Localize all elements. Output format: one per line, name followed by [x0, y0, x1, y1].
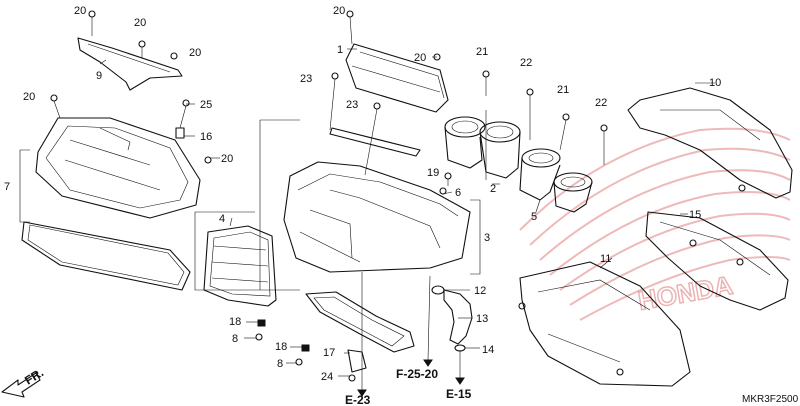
callout-2: 2 — [490, 183, 496, 195]
callout-16: 16 — [200, 131, 212, 143]
air-cleaner-cover-part-7 — [35, 94, 212, 219]
callout-18: 18 — [229, 316, 241, 328]
bracket-part-9 — [77, 10, 183, 91]
callout-8: 8 — [232, 333, 238, 345]
callout-3: 3 — [484, 232, 490, 244]
callout-6: 6 — [455, 187, 461, 199]
callout-labels: 20 20 20 9 20 20 1 20 21 22 21 22 10 23 … — [4, 5, 721, 383]
front-label: FR. — [22, 365, 46, 387]
callout-20: 20 — [134, 17, 146, 29]
callout-14: 14 — [482, 344, 494, 356]
leader-lines — [99, 48, 715, 390]
callout-22: 22 — [520, 57, 532, 69]
front-arrow-icon — [1, 372, 41, 398]
callout-18: 18 — [275, 341, 287, 353]
callout-20: 20 — [221, 153, 233, 165]
intake-duct-part-5 — [519, 88, 608, 213]
callout-20: 20 — [23, 91, 35, 103]
ref-f-25-20: F-25-20 — [396, 367, 438, 381]
seal-ring — [305, 291, 415, 353]
callout-20: 20 — [333, 5, 345, 17]
cover-strip-part-1 — [345, 10, 449, 113]
side-cover-part-11 — [518, 261, 691, 387]
callout-20: 20 — [189, 47, 201, 59]
bracket-lines — [19, 119, 481, 291]
ref-e-15: E-15 — [446, 387, 472, 401]
callout-24: 24 — [321, 371, 333, 383]
hose-part-13 — [431, 285, 473, 352]
top-cover-part-10 — [627, 87, 793, 199]
ref-e-23: E-23 — [345, 393, 371, 406]
callout-23: 23 — [346, 99, 358, 111]
callout-11: 11 — [600, 253, 611, 265]
callout-25: 25 — [200, 99, 212, 111]
intake-duct-part-2 — [444, 70, 521, 179]
air-cleaner-case-part-3 — [283, 72, 471, 273]
cross-references: F-25-20 E-15 E-23 — [345, 367, 472, 406]
callout-20: 20 — [414, 52, 426, 64]
callout-4: 4 — [219, 213, 225, 225]
callout-20: 20 — [74, 5, 86, 17]
fasteners — [255, 319, 367, 382]
inner-cover-part-15 — [645, 211, 789, 311]
callout-13: 13 — [476, 313, 488, 325]
gasket-outline — [21, 221, 191, 291]
callout-22: 22 — [595, 97, 607, 109]
callout-12: 12 — [474, 285, 486, 297]
callout-5: 5 — [531, 211, 537, 223]
honda-watermark-text: HONDA — [635, 269, 736, 317]
callout-10: 10 — [709, 77, 721, 89]
callout-1: 1 — [337, 44, 343, 56]
callout-21: 21 — [476, 46, 488, 58]
callout-19: 19 — [427, 167, 439, 179]
callout-7: 7 — [4, 181, 10, 193]
callout-9: 9 — [96, 70, 102, 82]
callout-23: 23 — [300, 73, 312, 85]
diagram-code: MKR3F2500 — [742, 394, 799, 405]
callout-8: 8 — [277, 358, 283, 370]
callout-17: 17 — [323, 347, 335, 359]
callout-21: 21 — [557, 84, 569, 96]
air-element-part-4 — [203, 217, 277, 307]
callout-15: 15 — [689, 209, 701, 221]
ref-arrows — [357, 359, 465, 397]
svg-text:HONDA: HONDA — [636, 270, 735, 316]
